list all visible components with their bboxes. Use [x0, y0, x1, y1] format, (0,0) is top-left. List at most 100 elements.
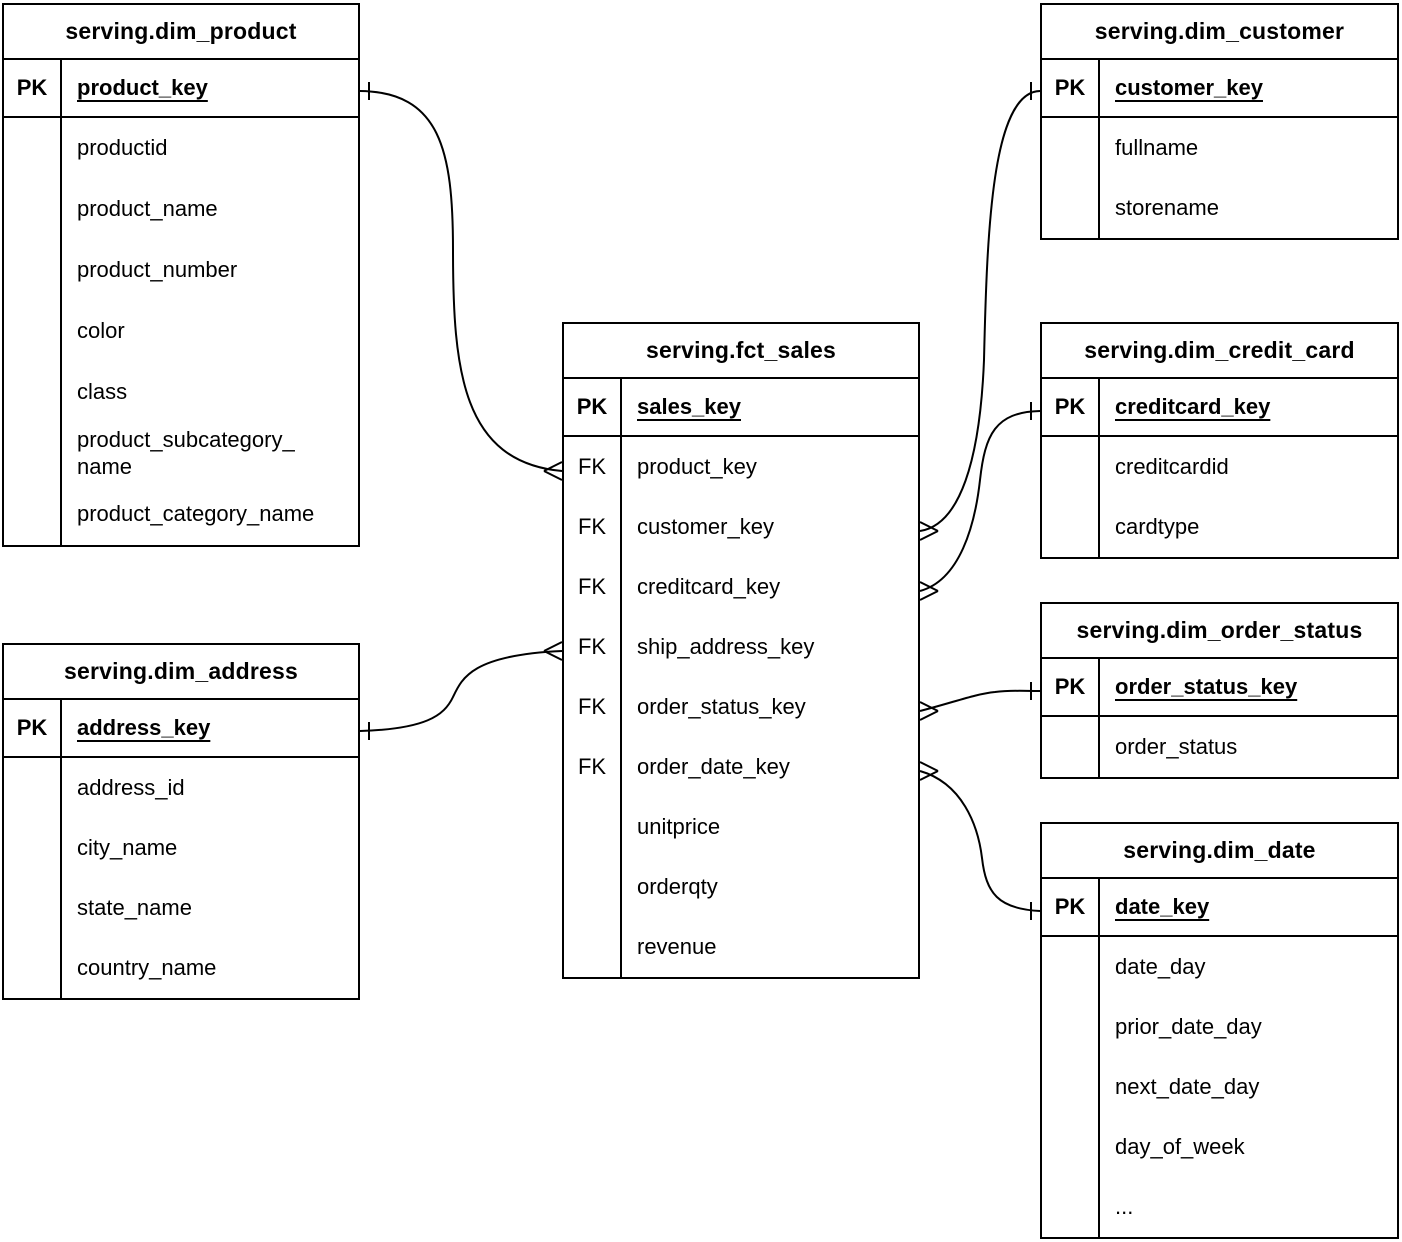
pk-label: PK — [1042, 379, 1100, 435]
field-row: orderqty — [564, 857, 918, 917]
field-name: ... — [1115, 1193, 1134, 1219]
field-row: color — [4, 301, 358, 362]
field-name: cardtype — [1115, 513, 1200, 539]
field-name: order_status — [1115, 733, 1238, 759]
fk-label: FK — [564, 497, 622, 557]
table-title: serving.dim_product — [4, 5, 358, 60]
field-row: revenue — [564, 917, 918, 977]
primary-key-field: order_status_key — [1115, 673, 1298, 699]
field-name: creditcardid — [1115, 453, 1229, 479]
field-name: orderqty — [637, 873, 718, 899]
fk-label: FK — [564, 617, 622, 677]
key-cell-empty — [4, 758, 62, 818]
field-name: revenue — [637, 933, 717, 959]
key-cell-empty — [1042, 997, 1100, 1057]
field-row: fullname — [1042, 118, 1397, 178]
key-cell-empty — [1042, 178, 1100, 238]
field-row: product_category_name — [4, 484, 358, 545]
connector-fct_sales-dim_product — [359, 90, 563, 472]
pk-label: PK — [564, 379, 622, 435]
crowfoot-many-icon-ship_address_key — [543, 641, 563, 661]
primary-key-field: product_key — [77, 74, 208, 100]
connector-fct_sales-dim_date — [919, 770, 1041, 912]
key-cell-empty — [4, 301, 62, 362]
field-row: country_name — [4, 938, 358, 998]
pk-label: PK — [4, 700, 62, 756]
primary-key-row: PK sales_key — [564, 379, 918, 437]
key-cell-empty — [4, 240, 62, 301]
primary-key-field: address_key — [77, 714, 211, 740]
field-name: product_number — [77, 257, 238, 283]
key-cell-empty — [564, 857, 622, 917]
key-cell-empty — [4, 423, 62, 484]
field-row: FK product_key — [564, 437, 918, 497]
key-cell-empty — [1042, 1057, 1100, 1117]
fk-label: FK — [564, 437, 622, 497]
field-row: ... — [1042, 1177, 1397, 1237]
field-row: address_id — [4, 758, 358, 818]
table-title: serving.dim_credit_card — [1042, 324, 1397, 379]
table-title: serving.dim_address — [4, 645, 358, 700]
field-row: unitprice — [564, 797, 918, 857]
field-name: unitprice — [637, 813, 721, 839]
key-cell-empty — [4, 179, 62, 240]
table-title: serving.dim_date — [1042, 824, 1397, 879]
field-row: product_number — [4, 240, 358, 301]
fk-label: FK — [564, 737, 622, 797]
field-name: order_date_key — [637, 753, 790, 779]
field-name: date_day — [1115, 953, 1206, 979]
key-cell-empty — [4, 818, 62, 878]
field-name: product_key — [637, 453, 757, 479]
field-name: ship_address_key — [637, 633, 815, 659]
key-cell-empty — [564, 917, 622, 977]
pk-label: PK — [1042, 659, 1100, 715]
field-row: class — [4, 362, 358, 423]
primary-key-field: customer_key — [1115, 74, 1263, 100]
key-cell-empty — [1042, 717, 1100, 777]
primary-key-row: PK order_status_key — [1042, 659, 1397, 717]
field-name: city_name — [77, 834, 178, 860]
crowfoot-many-icon-customer_key — [919, 521, 939, 541]
table-title: serving.dim_order_status — [1042, 604, 1397, 659]
key-cell-empty — [1042, 118, 1100, 178]
field-row: product_subcategory_ name — [4, 423, 358, 484]
field-name: country_name — [77, 954, 217, 980]
field-name: order_status_key — [637, 693, 806, 719]
connector-fct_sales-dim_credit_card — [919, 410, 1041, 592]
connector-fct_sales-dim_order_status — [919, 689, 1041, 712]
crowfoot-many-icon-order_date_key — [919, 761, 939, 781]
field-name: class — [77, 379, 128, 405]
key-cell-empty — [564, 797, 622, 857]
table-title: serving.dim_customer — [1042, 5, 1397, 60]
field-name: next_date_day — [1115, 1073, 1260, 1099]
field-row: FK ship_address_key — [564, 617, 918, 677]
key-cell-empty — [4, 878, 62, 938]
field-name: address_id — [77, 774, 185, 800]
field-name: product_name — [77, 196, 218, 222]
field-name: color — [77, 318, 125, 344]
key-cell-empty — [4, 118, 62, 179]
field-row: city_name — [4, 818, 358, 878]
primary-key-field: sales_key — [637, 393, 741, 419]
connector-fct_sales-dim_address — [359, 650, 563, 732]
field-name: customer_key — [637, 513, 774, 539]
field-row: day_of_week — [1042, 1117, 1397, 1177]
field-row: date_day — [1042, 937, 1397, 997]
primary-key-row: PK address_key — [4, 700, 358, 758]
key-cell-empty — [1042, 937, 1100, 997]
field-row: storename — [1042, 178, 1397, 238]
key-cell-empty — [4, 484, 62, 545]
field-row: state_name — [4, 878, 358, 938]
